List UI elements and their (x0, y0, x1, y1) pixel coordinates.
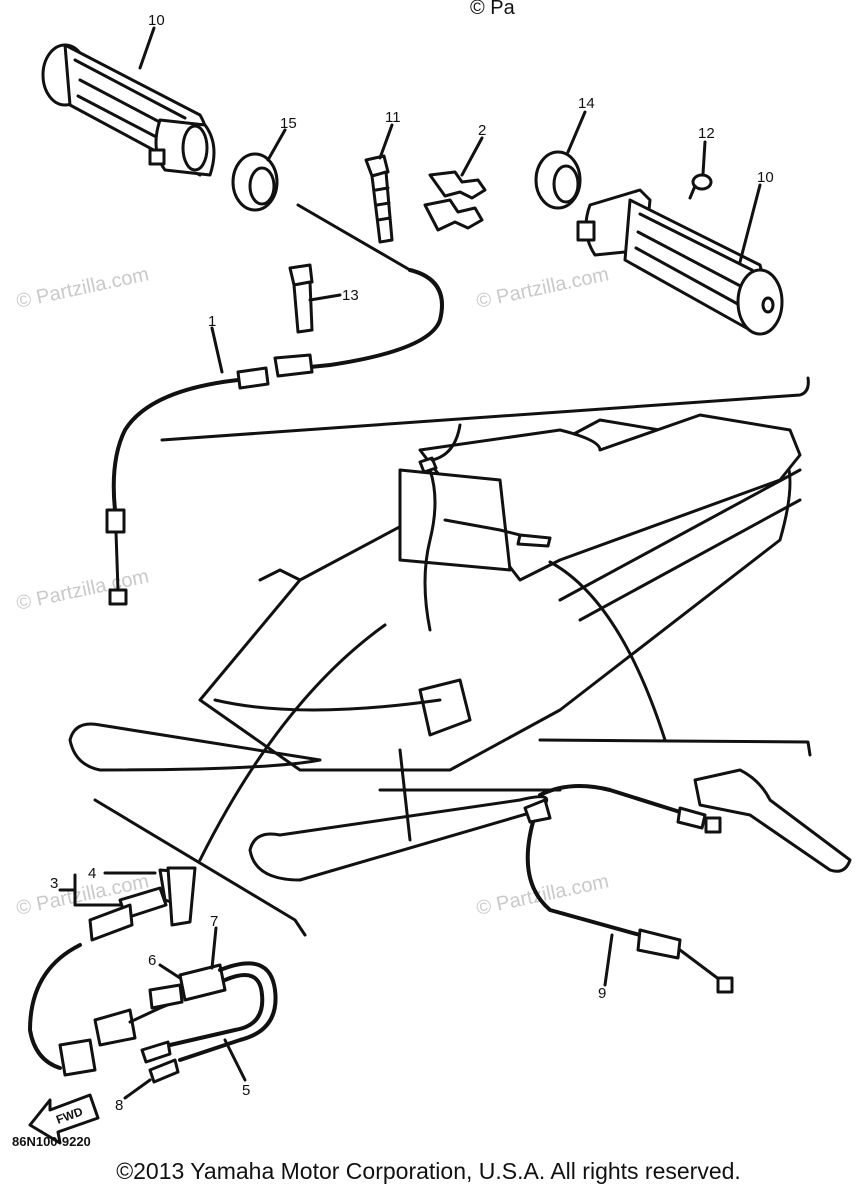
callout-8: 8 (115, 1097, 123, 1114)
bolt-11-part (364, 154, 394, 244)
left-grip-part (41, 43, 216, 177)
leader-lines (103, 26, 762, 1100)
right-grip-part (576, 188, 784, 336)
section-divider-left (93, 798, 307, 937)
callout-2: 2 (478, 122, 486, 139)
callout-13: 13 (342, 287, 359, 304)
callout-14: 14 (578, 95, 595, 112)
watermark: © Partzilla.com (14, 263, 150, 313)
ring-14-part (534, 150, 582, 210)
watermark: © Partzilla.com (474, 870, 610, 920)
callout-6: 6 (148, 952, 156, 969)
callout-3: 3 (50, 875, 58, 892)
section-divider-right (538, 738, 812, 757)
callout-4: 4 (88, 865, 96, 882)
assembly-arrows (198, 423, 667, 862)
screw-12-part (688, 173, 713, 200)
callout-5: 5 (242, 1082, 250, 1099)
forward-arrow-icon: FWD (28, 1093, 100, 1145)
callout-12: 12 (698, 125, 715, 142)
snowmobile-body (68, 413, 802, 882)
callout-numbers: 10 15 11 2 14 12 10 13 1 3 4 7 6 9 8 5 (50, 12, 774, 1114)
throttle-cable-part (105, 203, 444, 606)
callout-15: 15 (280, 115, 297, 132)
brake-lever-part (523, 768, 852, 994)
callout-10-right: 10 (757, 169, 774, 186)
section-divider-top (160, 376, 810, 442)
bolt-13-part (288, 263, 314, 334)
callout-9: 9 (598, 985, 606, 1002)
copyright-notice: ©2013 Yamaha Motor Corporation, U.S.A. A… (116, 1158, 741, 1184)
callout-1: 1 (208, 313, 216, 330)
callout-7: 7 (210, 913, 218, 930)
clip-2-part (423, 170, 487, 232)
diagram-code: 86N100-9220 (12, 1134, 91, 1149)
switch-cable-part (27, 866, 278, 1084)
watermark: © Partzilla.com (14, 565, 150, 615)
callout-11: 11 (385, 109, 401, 126)
top-watermark-fragment: © Pa (470, 0, 516, 19)
ring-15-part (231, 152, 279, 212)
watermark: © Partzilla.com (474, 263, 610, 313)
callout-10-left: 10 (148, 12, 165, 29)
